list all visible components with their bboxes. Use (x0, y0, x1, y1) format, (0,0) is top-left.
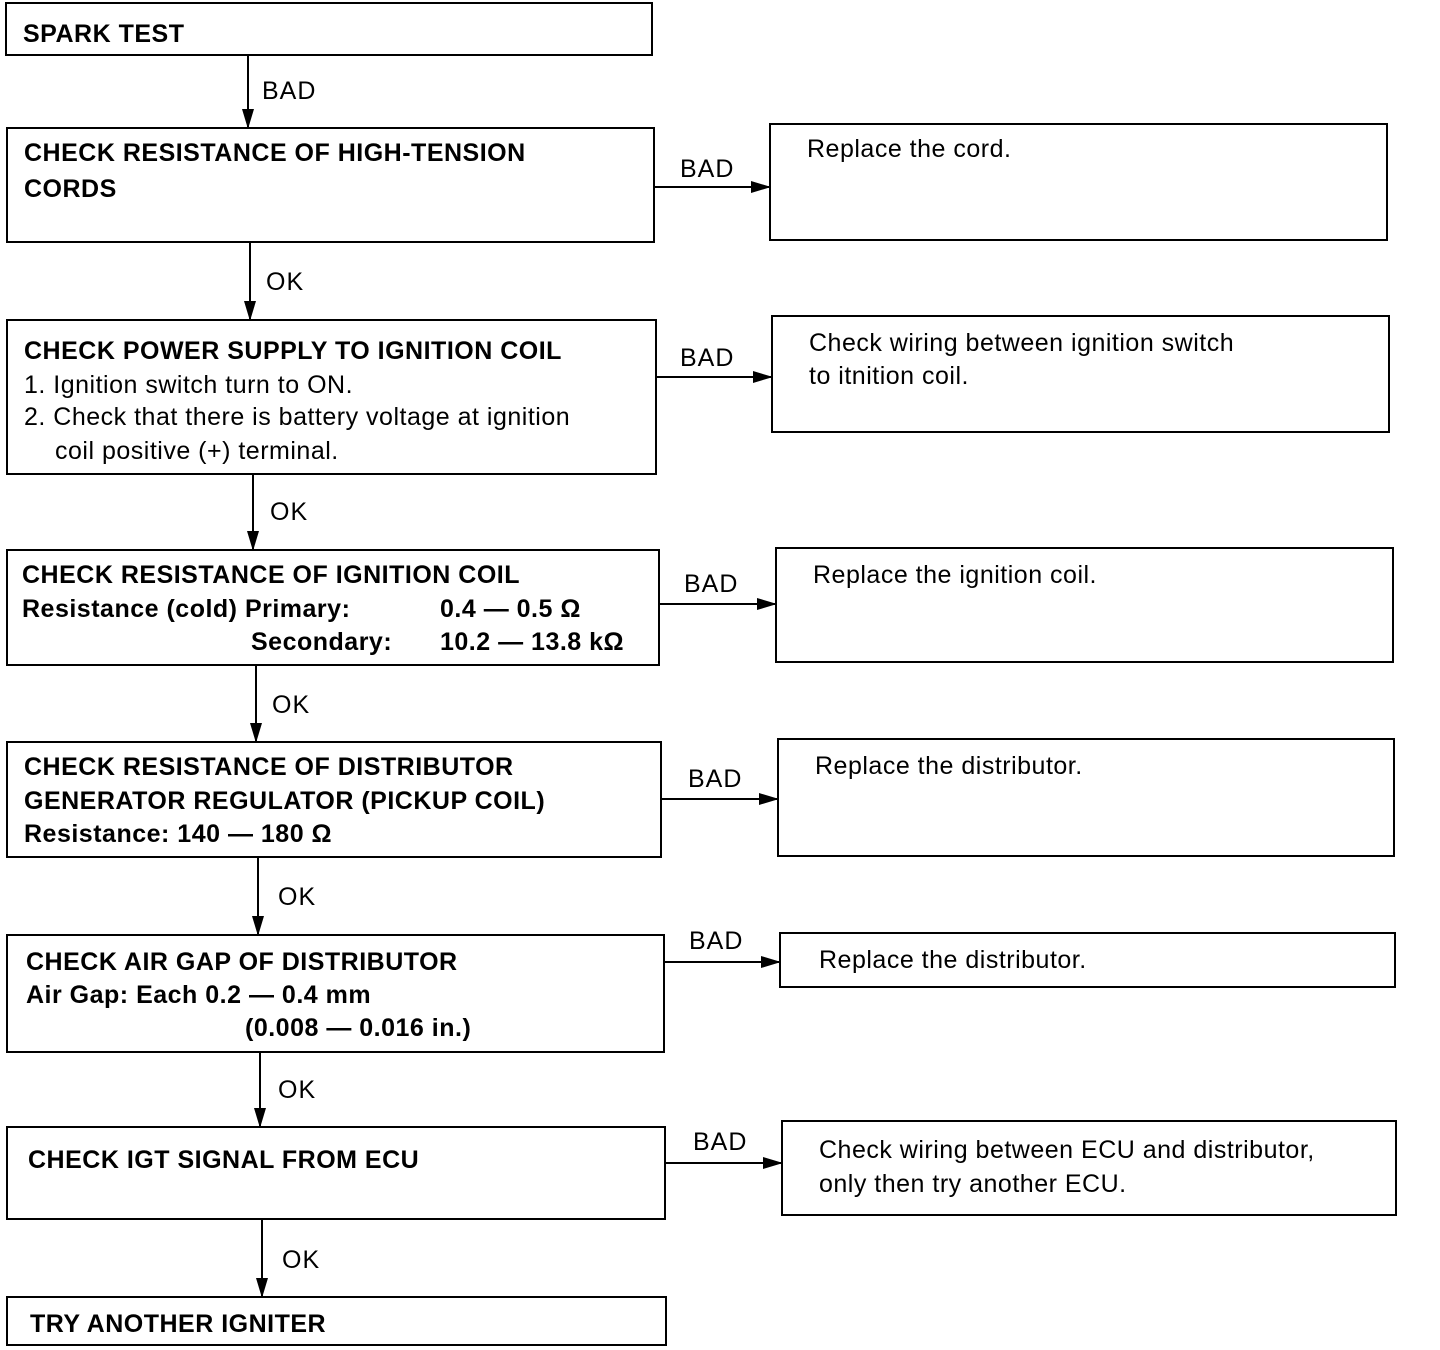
pickup-coil-resistance: Resistance: 140 — 180 Ω (24, 820, 333, 848)
high-tension-cords-title-line1: CHECK RESISTANCE OF HIGH-TENSION (24, 139, 526, 167)
power-supply-title: CHECK POWER SUPPLY TO IGNITION COIL (24, 337, 562, 365)
igt-signal-ok-label: OK (282, 1246, 321, 1274)
replace-distributor-box-2: Replace the distributor. (779, 932, 1396, 988)
pickup-coil-box: CHECK RESISTANCE OF DISTRIBUTOR GENERATO… (6, 741, 662, 858)
pickup-coil-ok-label: OK (278, 883, 317, 911)
ignition-coil-primary-label: Resistance (cold) Primary: (22, 595, 351, 623)
replace-ignition-coil-text: Replace the ignition coil. (813, 561, 1097, 589)
check-wiring-ecu-line1: Check wiring between ECU and distributor… (819, 1136, 1315, 1164)
ignition-coil-secondary-value: 10.2 — 13.8 kΩ (440, 628, 625, 656)
air-gap-title: CHECK AIR GAP OF DISTRIBUTOR (26, 948, 458, 976)
try-another-igniter-box: TRY ANOTHER IGNITER (6, 1296, 667, 1346)
air-gap-ok-label: OK (278, 1076, 317, 1104)
high-tension-cords-ok-label: OK (266, 268, 305, 296)
spark-test-bad-label: BAD (262, 77, 317, 105)
pickup-coil-title-line1: CHECK RESISTANCE OF DISTRIBUTOR (24, 753, 514, 781)
igt-signal-box: CHECK IGT SIGNAL FROM ECU (6, 1126, 666, 1220)
replace-cord-text: Replace the cord. (807, 135, 1012, 163)
replace-distributor-text-2: Replace the distributor. (819, 946, 1087, 974)
spark-test-title: SPARK TEST (23, 20, 185, 48)
ignition-coil-bad-label: BAD (684, 570, 739, 598)
ignition-coil-title: CHECK RESISTANCE OF IGNITION COIL (22, 561, 520, 589)
power-supply-step1: 1. Ignition switch turn to ON. (24, 371, 354, 399)
ignition-coil-box: CHECK RESISTANCE OF IGNITION COIL Resist… (6, 549, 660, 666)
high-tension-cords-box: CHECK RESISTANCE OF HIGH-TENSION CORDS (6, 127, 655, 243)
ignition-coil-ok-label: OK (272, 691, 311, 719)
check-wiring-ecu-line2: only then try another ECU. (819, 1170, 1127, 1198)
ignition-coil-secondary-label: Secondary: (251, 628, 393, 656)
spark-test-box: SPARK TEST (5, 2, 653, 56)
igt-signal-title: CHECK IGT SIGNAL FROM ECU (28, 1146, 420, 1174)
air-gap-spec-line1: Air Gap: Each 0.2 — 0.4 mm (26, 981, 372, 1009)
pickup-coil-title-line2: GENERATOR REGULATOR (PICKUP COIL) (24, 787, 546, 815)
high-tension-cords-bad-label: BAD (680, 155, 735, 183)
air-gap-bad-label: BAD (689, 927, 744, 955)
power-supply-step2-line1: 2. Check that there is battery voltage a… (24, 403, 571, 431)
pickup-coil-bad-label: BAD (688, 765, 743, 793)
air-gap-spec-line2: (0.008 — 0.016 in.) (245, 1014, 472, 1042)
replace-distributor-text-1: Replace the distributor. (815, 752, 1083, 780)
try-another-igniter-title: TRY ANOTHER IGNITER (30, 1310, 327, 1338)
replace-cord-box: Replace the cord. (769, 123, 1388, 241)
high-tension-cords-title-line2: CORDS (24, 175, 117, 203)
air-gap-box: CHECK AIR GAP OF DISTRIBUTOR Air Gap: Ea… (6, 934, 665, 1053)
power-supply-bad-label: BAD (680, 344, 735, 372)
check-wiring-switch-line1: Check wiring between ignition switch (809, 329, 1235, 357)
power-supply-box: CHECK POWER SUPPLY TO IGNITION COIL 1. I… (6, 319, 657, 475)
igt-signal-bad-label: BAD (693, 1128, 748, 1156)
ignition-coil-primary-value: 0.4 — 0.5 Ω (440, 595, 581, 623)
check-wiring-switch-line2: to itnition coil. (809, 362, 969, 390)
power-supply-step2-line2: coil positive (+) terminal. (55, 437, 339, 465)
power-supply-ok-label: OK (270, 498, 309, 526)
replace-distributor-box-1: Replace the distributor. (777, 738, 1395, 857)
replace-ignition-coil-box: Replace the ignition coil. (775, 547, 1394, 663)
check-wiring-ecu-box: Check wiring between ECU and distributor… (781, 1120, 1397, 1216)
check-wiring-switch-box: Check wiring between ignition switch to … (771, 315, 1390, 433)
